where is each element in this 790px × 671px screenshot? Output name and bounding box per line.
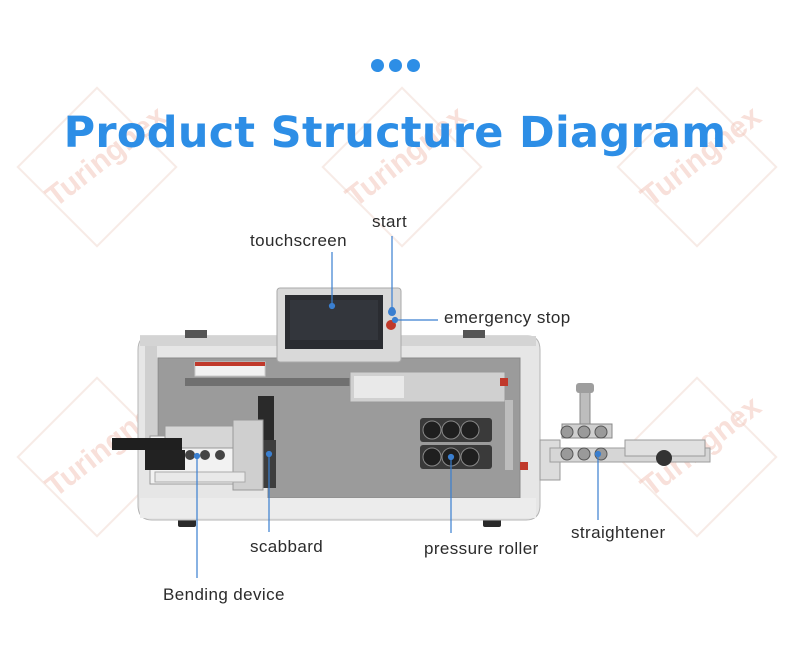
pressure-roller — [460, 420, 480, 440]
guide-rail — [185, 378, 505, 386]
straightener-handwheel — [656, 450, 672, 466]
label-start: start — [372, 212, 408, 231]
dot-icon — [407, 59, 420, 72]
dot-icon — [371, 59, 384, 72]
side-indicator — [520, 462, 528, 470]
leader-dot — [594, 450, 602, 458]
label-touchscreen: touchscreen — [250, 231, 348, 250]
straightener-knob — [576, 383, 594, 393]
straightener-roller — [577, 447, 591, 461]
pressure-roller-group — [422, 420, 480, 467]
lower-front — [140, 498, 536, 518]
label-emergency-stop: emergency stop — [444, 308, 571, 327]
bending-roller — [185, 450, 195, 460]
label-straightener: straightener — [571, 523, 666, 542]
straightener-roller — [577, 425, 591, 439]
bending-arm — [112, 438, 182, 450]
straightener-roller — [560, 425, 574, 439]
leader-dot — [391, 316, 399, 324]
bending-foot — [154, 471, 246, 483]
bending-clamp — [145, 450, 185, 470]
warning-sticker-band — [195, 362, 265, 366]
straightener-roller — [560, 447, 574, 461]
pressure-roller — [460, 447, 480, 467]
leader-dot — [447, 453, 455, 461]
straightener-roller — [594, 425, 608, 439]
straightener-roller-group — [560, 425, 608, 461]
leader-dot — [328, 302, 336, 310]
pressure-roller — [422, 447, 442, 467]
decorative-dots — [371, 59, 421, 73]
dot-icon — [389, 59, 402, 72]
page-title: Product Structure Diagram — [63, 108, 727, 158]
leader-dot — [388, 306, 396, 314]
label-bending-device: Bending device — [163, 585, 285, 604]
side-guide — [505, 400, 513, 470]
bending-roller — [215, 450, 225, 460]
label-scabbard: scabbard — [250, 537, 324, 556]
leader-dot — [193, 452, 201, 460]
upper-slide-inner — [354, 376, 404, 398]
pressure-roller — [422, 420, 442, 440]
pressure-roller — [441, 420, 461, 440]
hinge — [463, 330, 485, 338]
label-pressure-roller: pressure roller — [424, 539, 539, 558]
hinge — [185, 330, 207, 338]
indicator-light — [500, 378, 508, 386]
leader-lines — [193, 236, 602, 578]
bending-roller — [200, 450, 210, 460]
leader-dot — [265, 450, 273, 458]
